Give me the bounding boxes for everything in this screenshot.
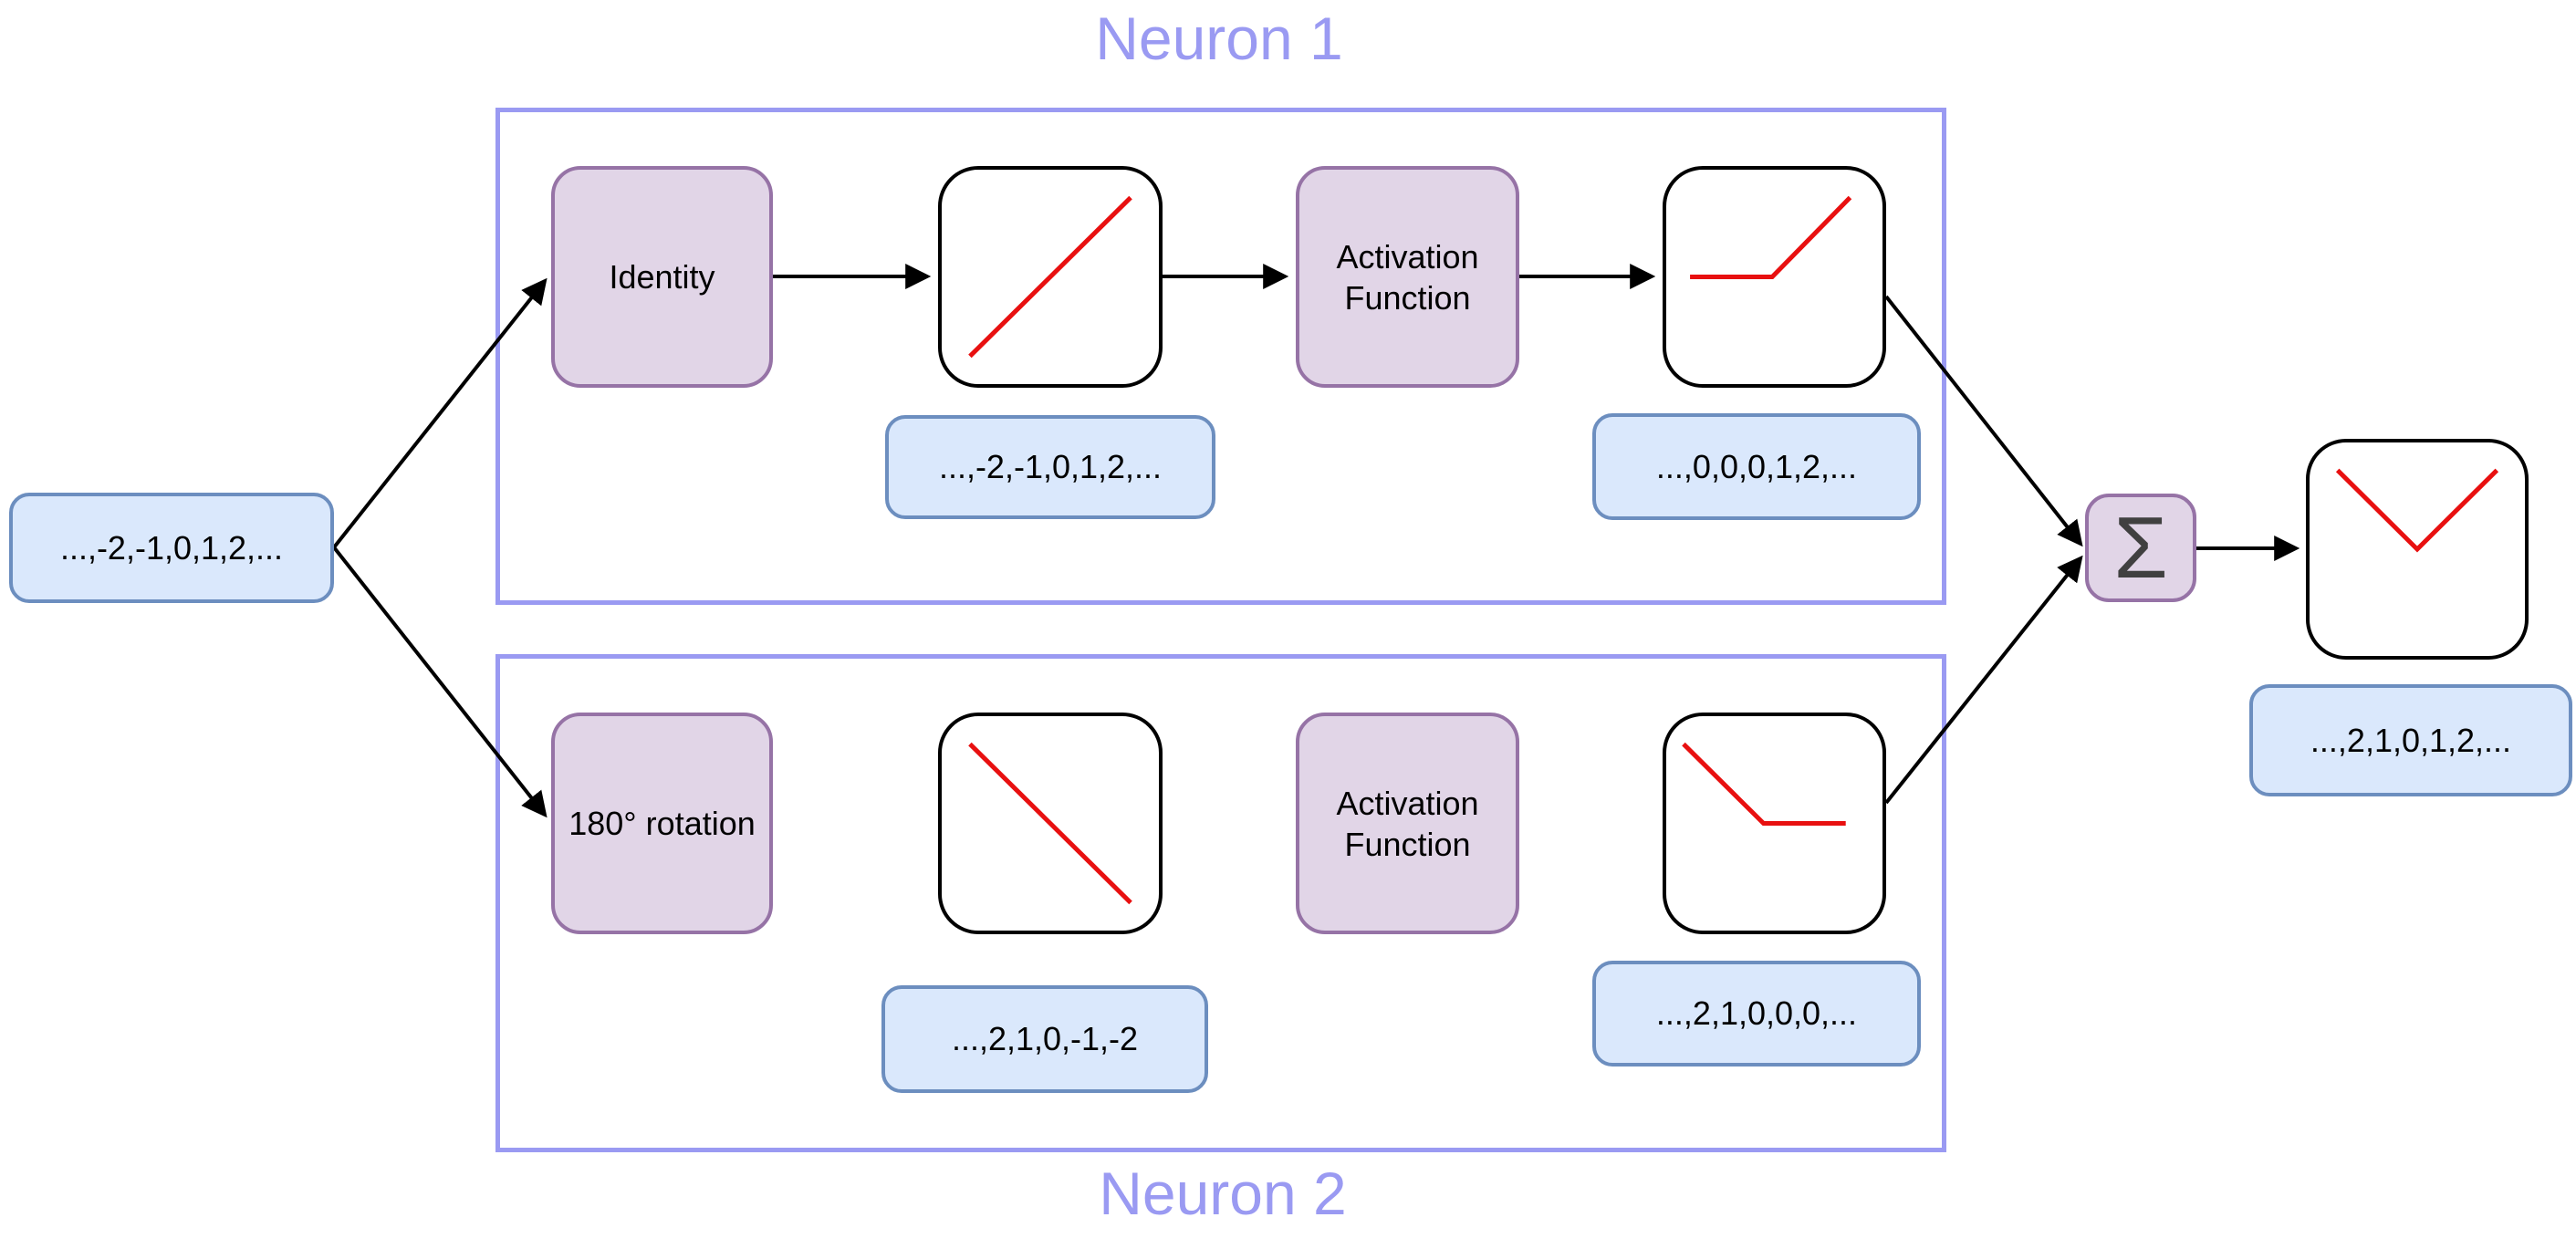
neuron1-post-activation-sequence-text: ...,0,0,0,1,2,... — [1655, 447, 1858, 485]
neuron1-transform-label: Identity — [609, 258, 715, 296]
neuron2-post-activation-plot-box — [1663, 713, 1886, 934]
neuron1-activation-label: Activation Function — [1336, 237, 1479, 317]
neuron1-transform-box: Identity — [551, 166, 773, 388]
neuron2-transform-label: 180° rotation — [568, 805, 756, 842]
inverted-relu-plot-icon — [1666, 716, 1882, 931]
neuron2-pre-activation-plot-box — [938, 713, 1163, 934]
neuron1-post-activation-sequence-box: ...,0,0,0,1,2,... — [1592, 413, 1921, 520]
relu-plot-icon — [1666, 170, 1882, 384]
input-sequence-text: ...,-2,-1,0,1,2,... — [59, 528, 284, 567]
output-sequence-box: ...,2,1,0,1,2,... — [2249, 684, 2572, 796]
neuron2-post-activation-sequence-text: ...,2,1,0,0,0,... — [1655, 994, 1858, 1032]
neuron2-activation-box: Activation Function — [1296, 713, 1519, 934]
neuron2-pre-activation-sequence-box: ...,2,1,0,-1,-2 — [881, 985, 1208, 1093]
input-sequence-box: ...,-2,-1,0,1,2,... — [9, 493, 334, 603]
output-plot-box — [2306, 439, 2529, 660]
neuron1-pre-activation-sequence-text: ...,-2,-1,0,1,2,... — [938, 448, 1163, 485]
neuron2-title: Neuron 2 — [1099, 1160, 1347, 1227]
sum-box: Σ — [2085, 494, 2196, 602]
output-sequence-text: ...,2,1,0,1,2,... — [2310, 721, 2512, 759]
descending-line-plot-icon — [942, 716, 1159, 931]
v-shape-plot-icon — [2310, 442, 2525, 656]
neuron1-title: Neuron 1 — [1095, 5, 1343, 72]
neuron2-post-activation-sequence-box: ...,2,1,0,0,0,... — [1592, 961, 1921, 1067]
neuron2-pre-activation-sequence-text: ...,2,1,0,-1,-2 — [951, 1020, 1139, 1057]
neuron2-transform-box: 180° rotation — [551, 713, 773, 934]
ascending-line-plot-icon — [942, 170, 1159, 384]
sigma-symbol: Σ — [2113, 498, 2168, 597]
neuron1-activation-box: Activation Function — [1296, 166, 1519, 388]
neuron1-pre-activation-sequence-box: ...,-2,-1,0,1,2,... — [885, 415, 1215, 519]
neuron2-activation-label: Activation Function — [1336, 784, 1479, 863]
neuron1-post-activation-plot-box — [1663, 166, 1886, 388]
neuron2-container — [495, 654, 1946, 1152]
neuron1-pre-activation-plot-box — [938, 166, 1163, 388]
